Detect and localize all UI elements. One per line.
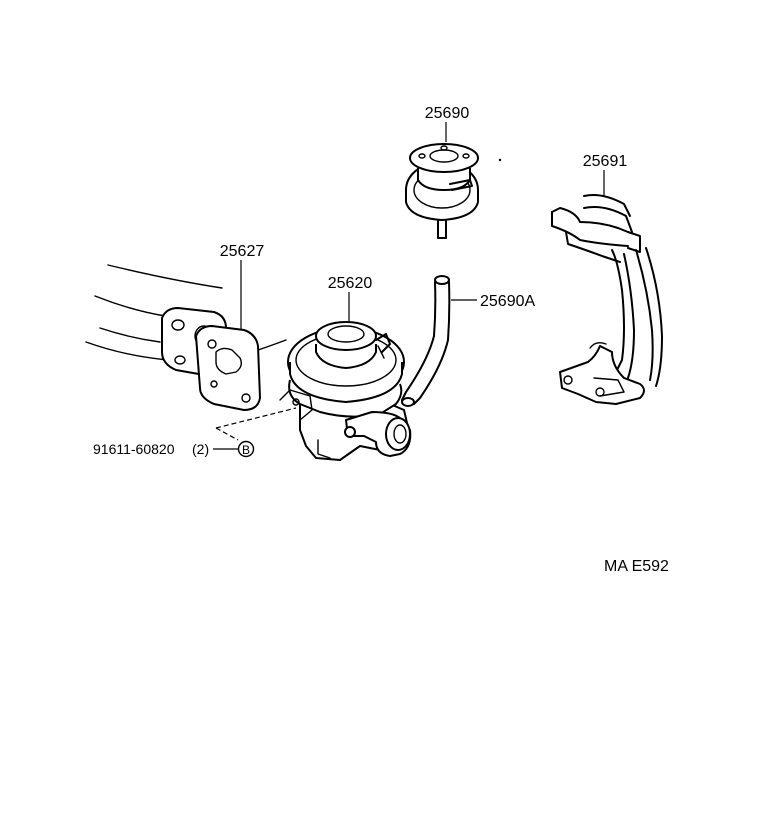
label-bolt-qty: (2) — [192, 441, 209, 457]
bolt-marker-circle — [237, 440, 255, 458]
vsv-drawing — [405, 143, 502, 239]
label-bolt: 91611-60820 — [93, 441, 175, 457]
gasket-drawing — [161, 307, 261, 411]
egr-valve-drawing — [279, 321, 412, 461]
bracket-drawing — [551, 194, 663, 405]
label-bracket: 25691 — [583, 153, 628, 170]
label-gasket: 25627 — [220, 243, 265, 260]
hose-drawing — [401, 275, 451, 407]
label-bolt-marker: B — [242, 443, 250, 457]
label-egr-valve: 25620 — [328, 275, 373, 292]
bolt-pointer — [215, 407, 297, 441]
intake-pipe-drawing — [85, 264, 287, 361]
label-hose: 25690A — [480, 293, 535, 310]
label-vsv: 25690 — [425, 105, 470, 122]
figure-code: MA E592 — [604, 558, 669, 575]
